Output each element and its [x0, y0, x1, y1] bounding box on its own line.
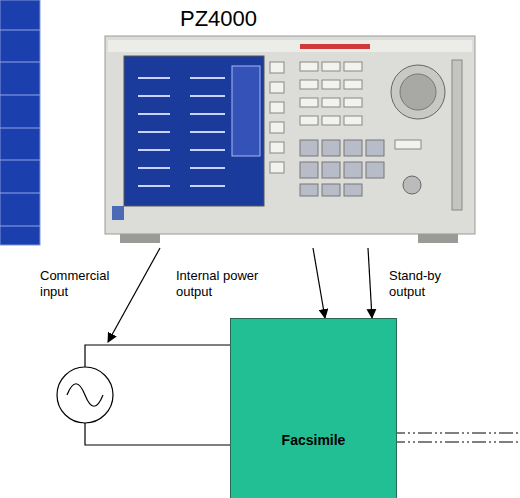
box-label: Facsimile	[231, 431, 396, 449]
instrument-title: PZ4000	[180, 6, 257, 32]
instrument-photo	[105, 36, 475, 243]
port-label: Commercial input	[40, 268, 120, 300]
ac-source-symbol	[57, 367, 113, 423]
signal-arrow	[313, 248, 325, 318]
phone-line	[391, 433, 520, 442]
wire	[85, 345, 230, 367]
instrument: PZ4000	[105, 4, 475, 246]
wire	[85, 423, 230, 445]
screen-strip	[0, 0, 40, 245]
arrow-label: Internal power output	[176, 268, 286, 300]
leader-arrow	[108, 248, 160, 342]
signal-arrow	[368, 248, 372, 318]
device-box: Facsimile	[230, 318, 397, 498]
arrow-label: Stand-by output	[389, 268, 459, 300]
